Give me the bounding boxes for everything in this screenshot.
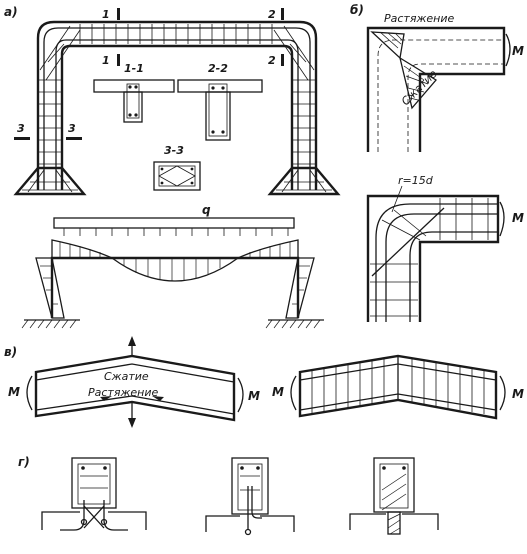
tension-label-top: Растяжение — [384, 12, 454, 25]
moment-label-corner2: M — [512, 211, 524, 225]
section-marker-2: 2 2 — [268, 8, 284, 67]
stress-tension — [370, 31, 405, 60]
beam-stirrups — [79, 24, 273, 44]
tension-label-beam: Растяжение — [88, 386, 158, 399]
section-marker-3: 3 3 — [14, 122, 82, 140]
moment-hog-left — [51, 239, 113, 259]
detail-1 — [41, 457, 147, 531]
moment-label-right-beam-left: M — [272, 385, 284, 399]
frame-axis — [50, 256, 300, 318]
svg-text:2-2: 2-2 — [208, 62, 228, 75]
cross-section-2-2: 2-2 — [177, 62, 263, 141]
svg-text:1: 1 — [102, 54, 110, 67]
rebar-outer — [43, 27, 311, 190]
corner-rebar-outer — [377, 39, 504, 152]
moment-column-left — [35, 257, 65, 319]
svg-text:2: 2 — [268, 8, 276, 21]
moment-label-left-beam-right: M — [248, 389, 260, 403]
column-stirrups — [39, 79, 315, 165]
corner2-outline — [366, 194, 500, 322]
rebar-inner — [55, 39, 299, 190]
load-label: q — [202, 203, 211, 217]
svg-text:1: 1 — [102, 8, 110, 21]
panel-label-a: а) — [4, 5, 18, 19]
detail-3 — [349, 457, 439, 535]
moment-arrow-corner — [505, 33, 511, 67]
detail-2 — [205, 457, 295, 536]
panel-label-v: в) — [4, 345, 17, 359]
uniform-load-diagram: q — [53, 203, 295, 236]
moment-label-right: M — [512, 387, 524, 401]
left-footing — [13, 166, 87, 196]
kinked-beam-left-bottom-bar — [35, 395, 235, 415]
kinked-beam-stirrups — [311, 358, 485, 414]
panel-label-b: б) — [350, 3, 364, 17]
svg-text:1-1: 1-1 — [124, 62, 144, 75]
cross-section-1-1: 1-1 — [93, 62, 175, 123]
moment-diagram-frame — [21, 239, 324, 329]
right-footing — [267, 166, 341, 196]
moment-label-corner: M — [512, 44, 524, 58]
section-marker-1: 1 1 — [102, 8, 120, 67]
moment-hog-right — [237, 239, 299, 259]
svg-text:3-3: 3-3 — [164, 144, 184, 157]
compression-label-beam: Сжатие — [104, 370, 149, 383]
cross-section-3-3: 3-3 — [153, 144, 201, 191]
moment-column-right — [285, 257, 315, 319]
corner-haunch-bars — [39, 25, 315, 81]
corner-curved-bars: r=15d M — [366, 174, 524, 322]
footing-bars — [22, 169, 332, 193]
svg-text:2: 2 — [268, 54, 276, 67]
panel-v-kinked-beam: в) Сжатие Растяжение M M M — [4, 336, 524, 428]
corner-rebar-inner — [407, 63, 504, 152]
frame-outline-outer — [36, 20, 318, 190]
moment-sag — [111, 257, 239, 282]
kinked-beam-left-top-bar — [35, 363, 235, 383]
frame-outline-inner — [60, 44, 294, 190]
fixed-supports — [21, 319, 324, 329]
stress-compression — [399, 56, 437, 110]
panel-a-frame: а) — [4, 5, 341, 329]
svg-text:3: 3 — [17, 122, 25, 135]
radius-label: r=15d — [398, 174, 434, 187]
moment-label-left: M — [8, 385, 20, 399]
panel-label-g: г) — [18, 455, 30, 469]
svg-text:3: 3 — [68, 122, 76, 135]
corner-outline — [366, 26, 506, 152]
panel-b-corner: б) Растяжение Сжатие M — [350, 3, 524, 322]
panel-g-details: г) — [18, 455, 439, 536]
